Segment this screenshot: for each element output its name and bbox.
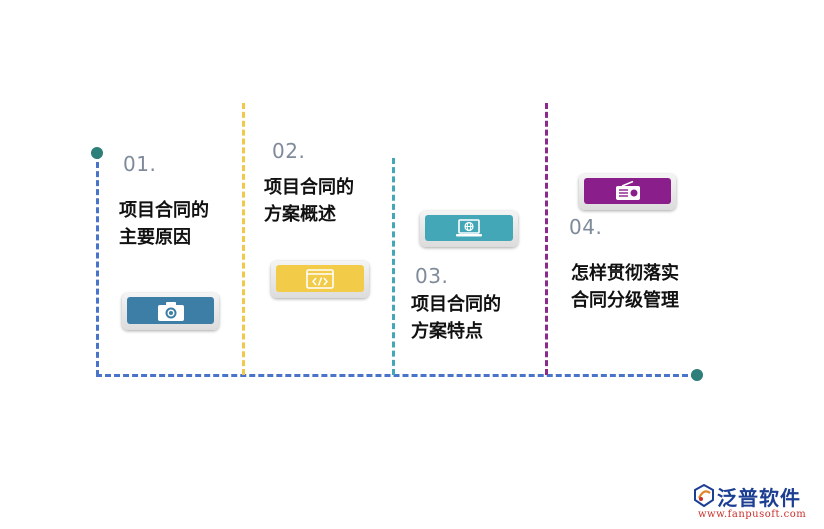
timeline-left-vertical [96,153,99,376]
step-1-title: 项目合同的 主要原因 [119,197,209,251]
step-4-title-line2: 合同分级管理 [571,290,679,311]
divider-teal [392,158,395,375]
step-3-title: 项目合同的 方案特点 [411,291,501,345]
step-3-icon-button [420,211,518,247]
step-1-icon-button [122,293,219,330]
step-2-number: 02. [272,139,306,163]
step-4-icon-button [579,174,676,210]
timeline-end-dot [691,369,703,381]
step-3-number: 03. [415,264,449,288]
step-1-title-line2: 主要原因 [119,227,191,248]
code-window-icon [306,268,334,289]
logo-url: www.fanpusoft.com [698,509,807,520]
divider-yellow [242,103,245,375]
step-3-title-line2: 方案特点 [411,321,483,342]
step-1-number: 01. [123,152,157,176]
radio-icon [615,180,640,200]
logo-mark-icon [694,484,714,508]
divider-purple [545,103,548,375]
step-4-title: 怎样贯彻落实 合同分级管理 [571,260,679,314]
step-4-title-line1: 怎样贯彻落实 [571,263,679,284]
camera-icon [157,301,184,321]
step-1-title-line1: 项目合同的 [119,200,209,221]
step-2-title-line1: 项目合同的 [264,177,354,198]
laptop-globe-icon [456,219,482,237]
step-4-number: 04. [569,215,603,239]
timeline-horizontal [96,374,697,377]
step-3-title-line1: 项目合同的 [411,294,501,315]
step-2-title-line2: 方案概述 [264,204,336,225]
step-2-title: 项目合同的 方案概述 [264,174,354,228]
logo-name: 泛普软件 [717,486,801,510]
timeline-start-dot [91,147,103,159]
brand-logo: 泛普软件 www.fanpusoft.com [693,482,821,526]
step-2-icon-button [271,261,369,298]
